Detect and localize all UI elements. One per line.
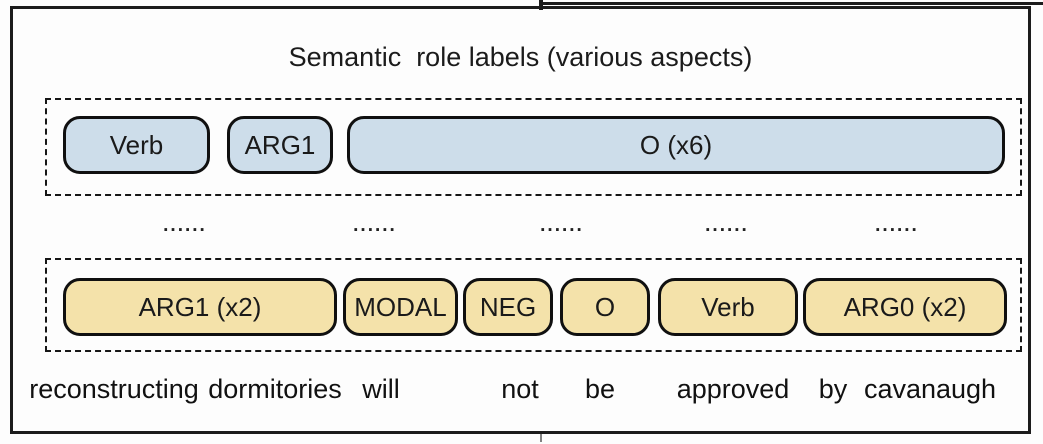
tag-o: O (560, 278, 650, 336)
cropped-upper-box-edge (541, 2, 1043, 5)
top-label-group: Verb ARG1 O (x6) (45, 98, 1022, 196)
ellipsis-dots-5: ...... (875, 215, 919, 236)
ellipsis-dots-4: ...... (705, 215, 749, 236)
tag-verb-bottom: Verb (658, 278, 798, 336)
word-approved: approved (676, 374, 790, 404)
tag-modal: MODAL (343, 278, 458, 336)
outer-frame: Semantic role labels (various aspects) V… (10, 6, 1031, 434)
word-will: will (362, 374, 400, 404)
word-reconstructing: reconstructing (29, 374, 199, 404)
word-cavanaugh: cavanaugh (863, 374, 997, 404)
tag-arg1-x2: ARG1 (x2) (63, 278, 337, 336)
tag-neg: NEG (463, 278, 553, 336)
tag-o-x6: O (x6) (347, 116, 1005, 174)
tag-verb-top: Verb (63, 116, 210, 174)
ellipsis-dots-3: ...... (540, 215, 584, 236)
ellipsis-dots-2: ...... (353, 215, 397, 236)
bottom-connector-tick (540, 434, 542, 442)
word-not: not (501, 374, 539, 404)
tag-arg0-x2: ARG0 (x2) (803, 278, 1007, 336)
word-dormitories: dormitories (208, 374, 342, 404)
word-by: by (818, 374, 848, 404)
bottom-label-group: ARG1 (x2) MODAL NEG O Verb ARG0 (x2) (45, 258, 1022, 352)
ellipsis-dots-1: ...... (163, 215, 207, 236)
figure-title: Semantic role labels (various aspects) (288, 42, 753, 72)
tag-arg1-top: ARG1 (227, 116, 333, 174)
top-connector-tick (539, 0, 543, 10)
word-be: be (584, 374, 616, 404)
